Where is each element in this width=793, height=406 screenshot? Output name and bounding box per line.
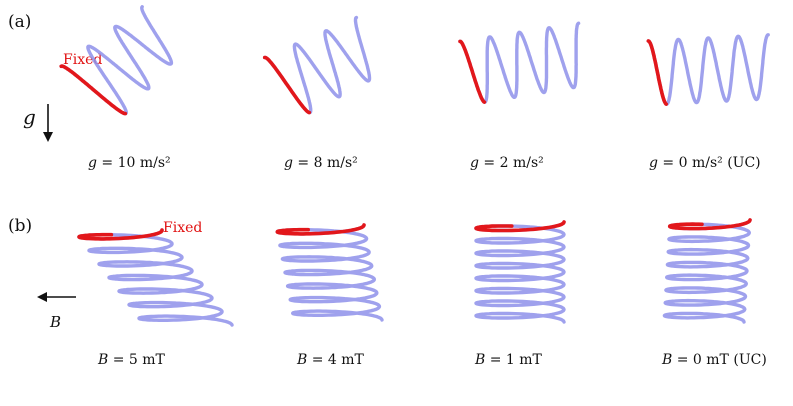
caption-a-2: g = 8 m/s² [284, 155, 358, 171]
magnetic-field-symbol: B [49, 313, 61, 331]
springs-row-a [59, 5, 770, 116]
caption-a-3: g = 2 m/s² [470, 155, 544, 171]
panel-b-fixed-label: Fixed [163, 220, 202, 236]
spring-b-1 [77, 228, 234, 327]
fixed-segment-b-2 [275, 223, 366, 236]
fixed-segment-a-4 [646, 39, 668, 106]
springs-row-b [77, 218, 752, 327]
fixed-segment-a-2 [262, 55, 312, 115]
panel-a-label: (a) [8, 12, 31, 32]
fixed-segment-b-3 [474, 220, 566, 233]
gravity-symbol: g [23, 105, 36, 129]
caption-a-4: g = 0 m/s² (UC) [649, 155, 761, 171]
fixed-segment-b-1 [77, 228, 164, 241]
spring-a-3 [458, 21, 581, 104]
spring-b-3 [474, 220, 566, 324]
caption-b-2: B = 4 mT [296, 352, 365, 368]
fixed-segment-b-4 [667, 218, 752, 231]
spring-b-2 [275, 223, 384, 322]
caption-a-1: g = 10 m/s² [88, 155, 171, 171]
spring-b-4 [662, 218, 752, 324]
caption-b-3: B = 1 mT [474, 352, 543, 368]
spring-a-4 [646, 33, 770, 106]
caption-b-1: B = 5 mT [97, 352, 166, 368]
fixed-segment-a-3 [458, 39, 487, 104]
caption-b-4: B = 0 mT (UC) [661, 352, 767, 368]
fixed-segment-a-1 [59, 64, 128, 116]
spring-a-2 [263, 15, 372, 115]
panel-b-label: (b) [8, 216, 32, 236]
